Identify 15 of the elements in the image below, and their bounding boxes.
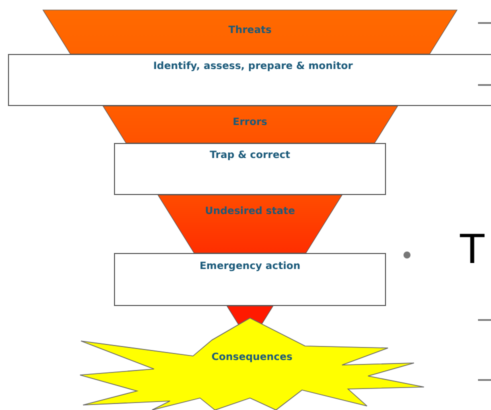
explosion-burst: [80, 318, 424, 410]
funnel-segment: [102, 106, 398, 143]
node-label: Undesired state: [205, 205, 295, 218]
node-label: Emergency action: [200, 260, 300, 273]
funnel-segment: [158, 195, 342, 253]
node-label: Threats: [228, 24, 272, 37]
barrier-box: [8, 54, 491, 106]
node-label: Identify, assess, prepare & monitor: [153, 60, 353, 73]
funnel-segment: [43, 10, 457, 54]
barrier-box: [114, 143, 386, 195]
node-label: Consequences: [212, 351, 292, 364]
node-label: Errors: [232, 116, 268, 129]
cropped-heading-text: T: [460, 228, 484, 272]
barrier-box: [114, 253, 386, 306]
node-label: Trap & correct: [210, 149, 290, 162]
